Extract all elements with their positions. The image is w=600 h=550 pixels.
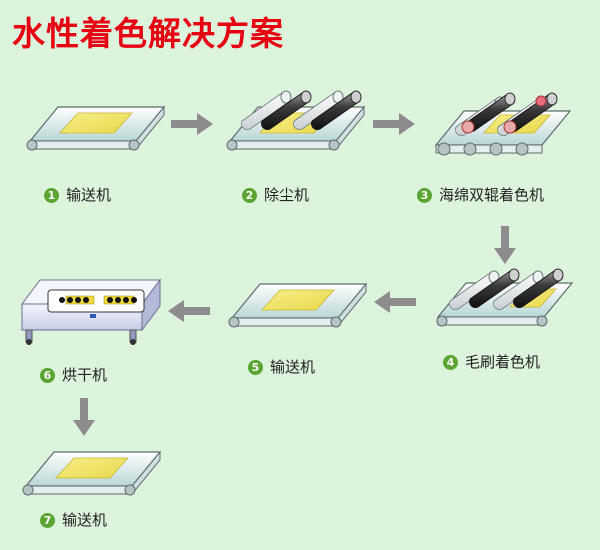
step-5-label: 5 输送机	[248, 358, 315, 376]
step-6-label: 6 烘干机	[40, 366, 107, 384]
arrow-5-to-6	[168, 300, 210, 322]
step-3-label: 3 海绵双辊着色机	[417, 186, 544, 204]
page-title: 水性着色解决方案	[12, 14, 284, 53]
step-2-text: 除尘机	[264, 186, 310, 204]
step-1-label: 1 输送机	[44, 186, 111, 204]
step-1-text: 输送机	[66, 186, 112, 204]
arrow-6-to-7	[73, 398, 95, 436]
arrow-1-to-2	[171, 113, 213, 135]
conveyor-7-illustration	[22, 451, 161, 496]
step-6-text: 烘干机	[62, 366, 108, 384]
step-7-text: 输送机	[62, 511, 108, 529]
arrow-2-to-3	[373, 113, 415, 135]
sponge-roller-coater-illustration	[434, 92, 572, 156]
step-5-text: 输送机	[270, 358, 316, 376]
step-7-number: 7	[40, 512, 55, 528]
step-2-label: 2 除尘机	[242, 186, 309, 204]
step-4-label: 4 毛刷着色机	[443, 353, 540, 371]
conveyor-5-illustration	[228, 283, 367, 328]
step-4-number: 4	[443, 354, 458, 370]
arrow-3-to-4	[494, 226, 516, 264]
step-3-number: 3	[417, 187, 432, 203]
arrow-4-to-5	[374, 291, 416, 313]
dryer-illustration	[21, 278, 161, 345]
dust-remover-illustration	[226, 90, 365, 151]
brush-coater-illustration	[436, 268, 574, 327]
conveyor-1-illustration	[26, 106, 165, 151]
step-7-label: 7 输送机	[40, 511, 107, 529]
step-1-number: 1	[44, 187, 59, 203]
step-6-number: 6	[40, 367, 55, 383]
step-2-number: 2	[242, 187, 257, 203]
step-3-text: 海绵双辊着色机	[439, 186, 545, 204]
step-4-text: 毛刷着色机	[465, 353, 541, 371]
step-5-number: 5	[248, 359, 263, 375]
